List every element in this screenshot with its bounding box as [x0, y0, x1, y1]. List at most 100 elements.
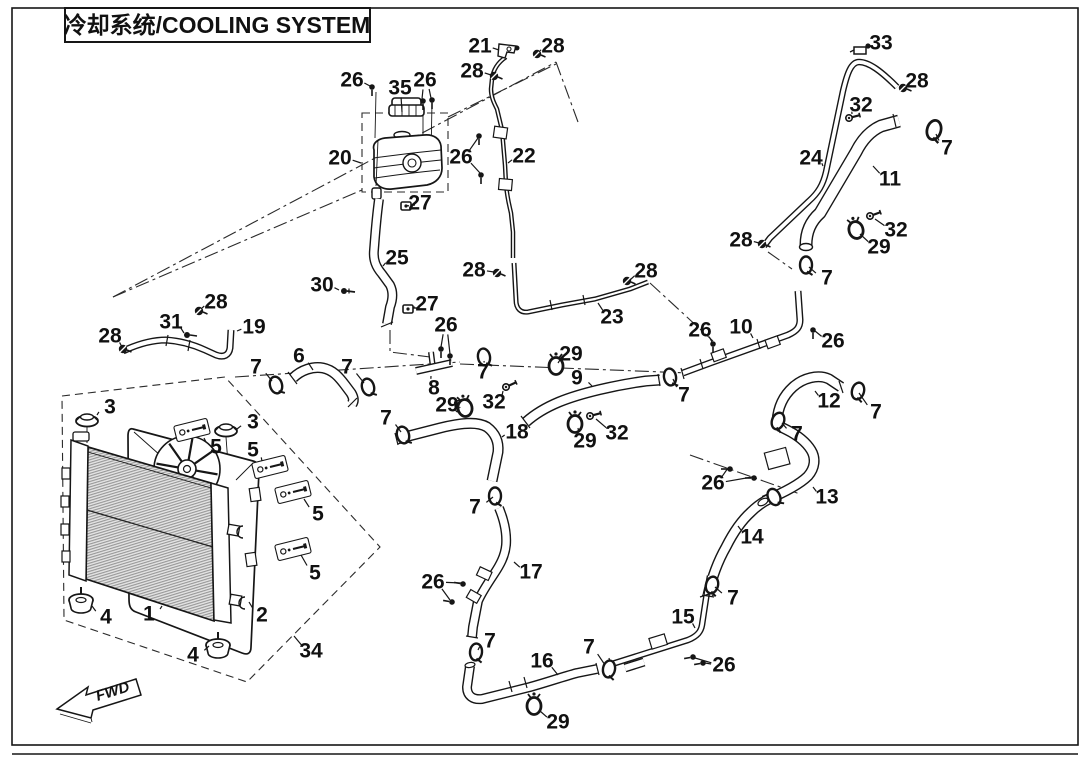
callout-2: 2 — [248, 601, 268, 627]
svg-text:4: 4 — [100, 606, 112, 629]
svg-text:32: 32 — [849, 94, 872, 117]
fwd-arrow: FWD — [55, 678, 142, 724]
callout-34: 34 — [293, 635, 323, 663]
callout-3: 3 — [236, 411, 259, 434]
svg-text:8: 8 — [428, 377, 440, 400]
svg-text:1: 1 — [143, 603, 155, 626]
svg-text:28: 28 — [98, 325, 122, 348]
svg-text:26: 26 — [340, 69, 363, 92]
callout-5: 5 — [247, 439, 263, 462]
callout-35: 35 — [388, 77, 412, 113]
callout-7: 7 — [672, 378, 690, 407]
svg-text:26: 26 — [821, 330, 844, 353]
callout-26: 26 — [694, 654, 736, 677]
callout-19: 19 — [236, 316, 266, 339]
callout-31: 31 — [159, 311, 185, 334]
svg-text:27: 27 — [408, 192, 431, 215]
svg-text:12: 12 — [817, 390, 840, 413]
part-tank-cap-35 — [388, 97, 425, 117]
svg-text:31: 31 — [159, 311, 183, 334]
callout-8: 8 — [428, 375, 440, 400]
svg-text:7: 7 — [941, 137, 953, 160]
callout-17: 17 — [513, 561, 543, 584]
svg-text:32: 32 — [482, 391, 505, 414]
bolt-31 — [183, 331, 198, 339]
callout-28: 28 — [200, 291, 228, 314]
callout-23: 23 — [597, 302, 624, 329]
svg-text:19: 19 — [242, 316, 265, 339]
callout-26: 26 — [340, 69, 371, 92]
part-radiator — [60, 431, 246, 624]
callout-33: 33 — [866, 32, 893, 55]
callout-26: 26 — [449, 137, 481, 174]
svg-text:3: 3 — [104, 396, 116, 419]
svg-text:7: 7 — [583, 636, 595, 659]
part-pipe-23 — [511, 262, 649, 315]
callout-29: 29 — [557, 343, 583, 366]
svg-text:23: 23 — [600, 306, 623, 329]
callout-12: 12 — [814, 390, 841, 413]
callout-29: 29 — [573, 427, 597, 453]
callout-27: 27 — [407, 192, 432, 215]
bolt-26 — [682, 652, 698, 663]
svg-text:26: 26 — [449, 146, 472, 169]
part-mount-4-left — [68, 586, 94, 614]
svg-text:28: 28 — [460, 60, 484, 83]
svg-text:16: 16 — [530, 650, 553, 673]
svg-text:26: 26 — [701, 472, 724, 495]
part-bolt-kit-5-a — [172, 417, 212, 443]
callout-7: 7 — [250, 356, 273, 382]
svg-text:7: 7 — [484, 630, 496, 653]
callout-7: 7 — [469, 496, 494, 519]
clamp-7 — [467, 641, 485, 664]
svg-text:32: 32 — [884, 219, 907, 242]
svg-text:17: 17 — [519, 561, 542, 584]
callout-29: 29 — [435, 394, 461, 417]
callout-15: 15 — [671, 606, 696, 629]
callout-3: 3 — [96, 396, 116, 419]
callout-28: 28 — [460, 60, 492, 83]
svg-text:28: 28 — [729, 229, 753, 252]
svg-text:26: 26 — [688, 319, 711, 342]
callout-21: 21 — [468, 35, 500, 58]
svg-text:9: 9 — [571, 367, 583, 390]
construction-lines — [61, 61, 801, 683]
callout-4: 4 — [187, 644, 210, 667]
svg-text:22: 22 — [512, 145, 535, 168]
callout-16: 16 — [530, 650, 559, 676]
svg-text:27: 27 — [415, 293, 438, 316]
svg-text:5: 5 — [312, 503, 324, 526]
svg-text:33: 33 — [869, 32, 892, 55]
svg-text:3: 3 — [247, 411, 259, 434]
svg-text:35: 35 — [388, 77, 412, 100]
svg-text:7: 7 — [380, 407, 392, 430]
svg-text:7: 7 — [250, 356, 262, 379]
callout-30: 30 — [310, 274, 340, 297]
clamp-7 — [798, 255, 814, 277]
bolt-26 — [428, 96, 436, 110]
bolt-26 — [477, 171, 485, 185]
callout-26: 26 — [413, 69, 437, 100]
callout-32: 32 — [874, 219, 908, 242]
callout-28: 28 — [538, 35, 565, 58]
callout-26: 26 — [688, 319, 713, 343]
bolt-26 — [368, 83, 376, 97]
callout-28: 28 — [729, 229, 760, 252]
svg-text:32: 32 — [605, 422, 628, 445]
clamp-7 — [487, 486, 503, 508]
part-pipe-15 — [611, 575, 714, 668]
svg-text:7: 7 — [727, 587, 739, 610]
callout-7: 7 — [477, 361, 489, 384]
svg-text:28: 28 — [462, 259, 486, 282]
callout-6: 6 — [293, 345, 314, 371]
callout-1: 1 — [143, 603, 163, 626]
bolt-26 — [809, 326, 817, 340]
callout-32: 32 — [595, 418, 629, 445]
callout-7: 7 — [341, 356, 365, 384]
callout-5: 5 — [203, 436, 222, 459]
svg-text:29: 29 — [559, 343, 582, 366]
part-expansion-tank-20 — [371, 97, 443, 200]
page-title: 冷却系统/COOLING SYSTEM — [64, 12, 371, 38]
clamp-33 — [849, 42, 872, 55]
